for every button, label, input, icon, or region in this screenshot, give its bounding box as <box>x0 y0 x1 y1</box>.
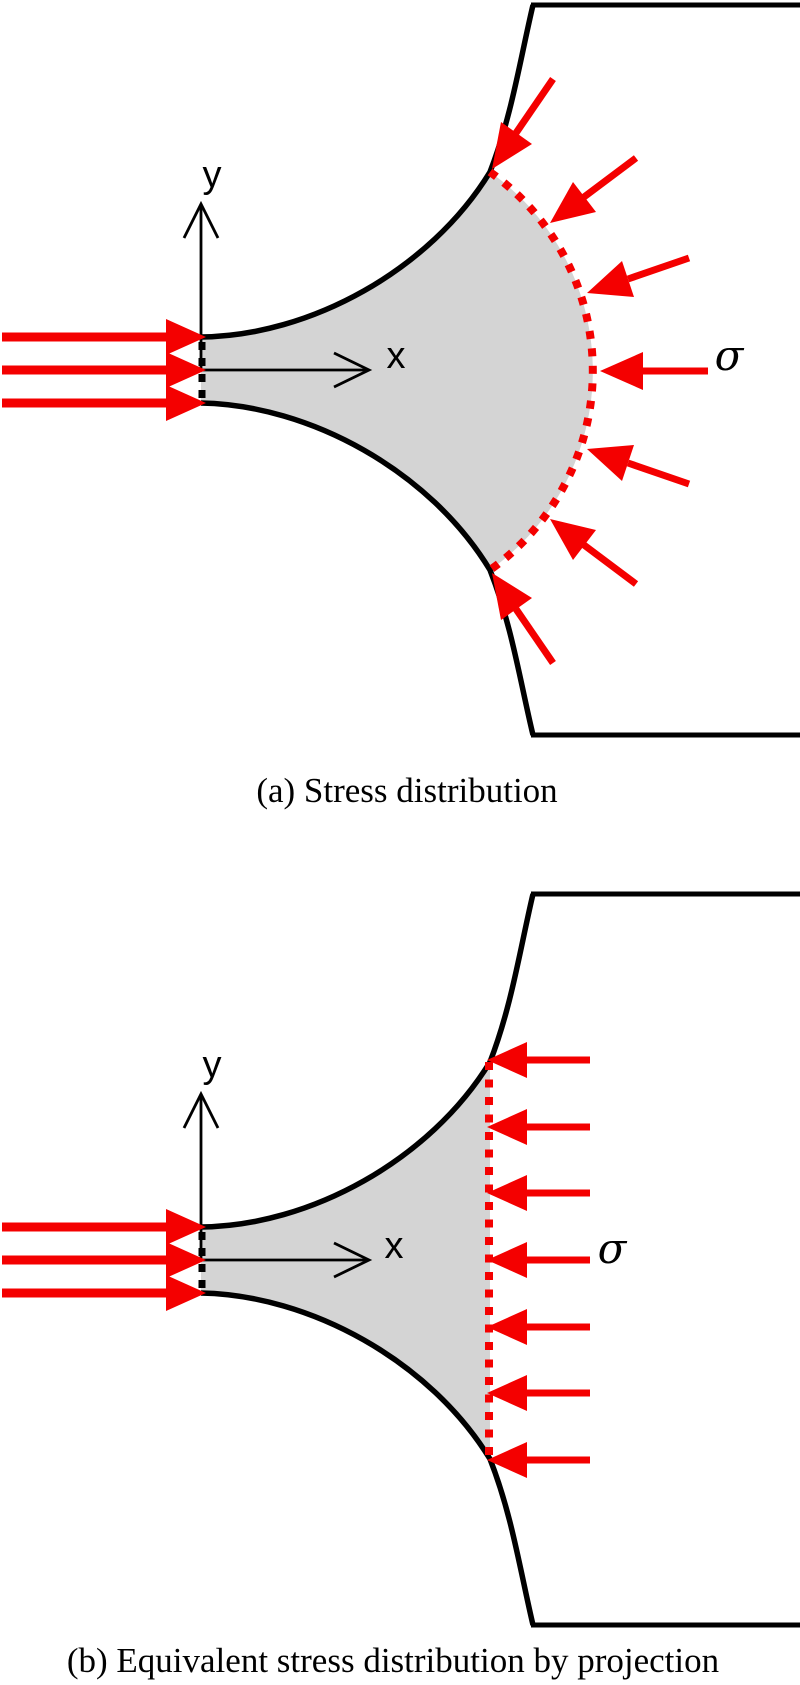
horizontal-stress-arrow <box>487 1175 590 1211</box>
horizontal-stress-arrow <box>487 1442 590 1478</box>
arrow-head-icon <box>487 1175 527 1211</box>
radial-stress-arrow <box>550 155 639 223</box>
panel-a-upper-notch-curve <box>200 4 536 340</box>
panel-b-axes: y x <box>182 1044 404 1279</box>
horizontal-stress-arrow <box>487 1375 590 1411</box>
radial-stress-arrow <box>587 254 691 297</box>
arrow-head-icon <box>492 122 532 169</box>
remote-load-arrow <box>2 1209 206 1245</box>
arrow-head-icon <box>166 352 206 388</box>
radial-stress-arrow <box>492 573 556 665</box>
panel-b-lower-notch-curve <box>200 1290 536 1626</box>
horizontal-stress-arrow <box>487 1109 590 1145</box>
remote-load-arrow <box>2 352 206 388</box>
arrow-head-icon <box>487 1375 527 1411</box>
arrow-head-icon <box>487 1442 527 1478</box>
x-axis-arrowhead-icon <box>333 1241 373 1279</box>
panel-a-gray-region <box>201 172 593 570</box>
panel-a-x-axis-label: x <box>387 335 406 377</box>
arrow-shaft <box>513 77 556 135</box>
panel-a-stress-arc-dotted <box>487 168 597 574</box>
arrow-head-icon <box>166 1275 206 1311</box>
arrow-head-icon <box>600 352 643 390</box>
arrow-shaft <box>626 459 691 488</box>
remote-load-arrow <box>2 319 206 355</box>
remote-load-arrow <box>2 1242 206 1278</box>
arrow-shaft <box>581 155 639 200</box>
panel-a-y-axis-label: y <box>203 154 222 196</box>
panel-b-y-axis-label: y <box>203 1044 222 1086</box>
arrow-head-icon <box>166 319 206 355</box>
x-axis-arrowhead-icon <box>333 351 373 389</box>
panel-a-surface-stress-arrows <box>492 77 708 665</box>
remote-load-arrow <box>2 1275 206 1311</box>
panel-a-caption: (a) Stress distribution <box>256 771 557 810</box>
arrow-head-icon <box>487 1042 527 1078</box>
arrow-head-icon <box>587 261 634 297</box>
panel-b-x-axis-label: x <box>385 1225 404 1267</box>
panel-b-projected-stress-arrows <box>487 1042 590 1478</box>
y-axis-arrowhead-icon <box>182 1090 220 1129</box>
arrow-head-icon <box>487 1309 527 1345</box>
horizontal-stress-arrow <box>487 1242 590 1278</box>
arrow-head-icon <box>166 385 206 421</box>
panel-b-caption: (b) Equivalent stress distribution by pr… <box>67 1641 719 1680</box>
arrow-head-icon <box>587 445 634 481</box>
radial-stress-arrow <box>600 352 708 390</box>
arrow-shaft <box>626 254 691 283</box>
arrow-head-icon <box>487 1109 527 1145</box>
arrow-head-icon <box>166 1242 206 1278</box>
panel-a-remote-load-arrows <box>2 319 206 421</box>
arrow-head-icon <box>487 1242 527 1278</box>
arrow-shaft <box>581 542 639 587</box>
horizontal-stress-arrow <box>487 1309 590 1345</box>
radial-stress-arrow <box>550 519 639 587</box>
radial-stress-arrow <box>492 77 556 169</box>
panel-b: y x <box>2 891 800 1680</box>
arrow-head-icon <box>166 1209 206 1245</box>
arrow-head-icon <box>550 182 596 223</box>
arrow-shaft <box>513 607 556 665</box>
panel-a: y x <box>2 2 800 810</box>
panel-b-upper-notch-curve <box>200 893 536 1230</box>
panel-a-sigma-label: σ <box>715 331 745 380</box>
panel-b-remote-load-arrows <box>2 1209 206 1311</box>
arrow-head-icon <box>492 573 532 620</box>
arrow-head-icon <box>550 519 596 560</box>
remote-load-arrow <box>2 385 206 421</box>
panel-a-lower-notch-curve <box>200 400 536 736</box>
panel-a-axes: y x <box>182 154 406 389</box>
panel-b-sigma-label: σ <box>598 1224 628 1273</box>
horizontal-stress-arrow <box>487 1042 590 1078</box>
y-axis-arrowhead-icon <box>182 200 220 239</box>
radial-stress-arrow <box>587 445 691 488</box>
